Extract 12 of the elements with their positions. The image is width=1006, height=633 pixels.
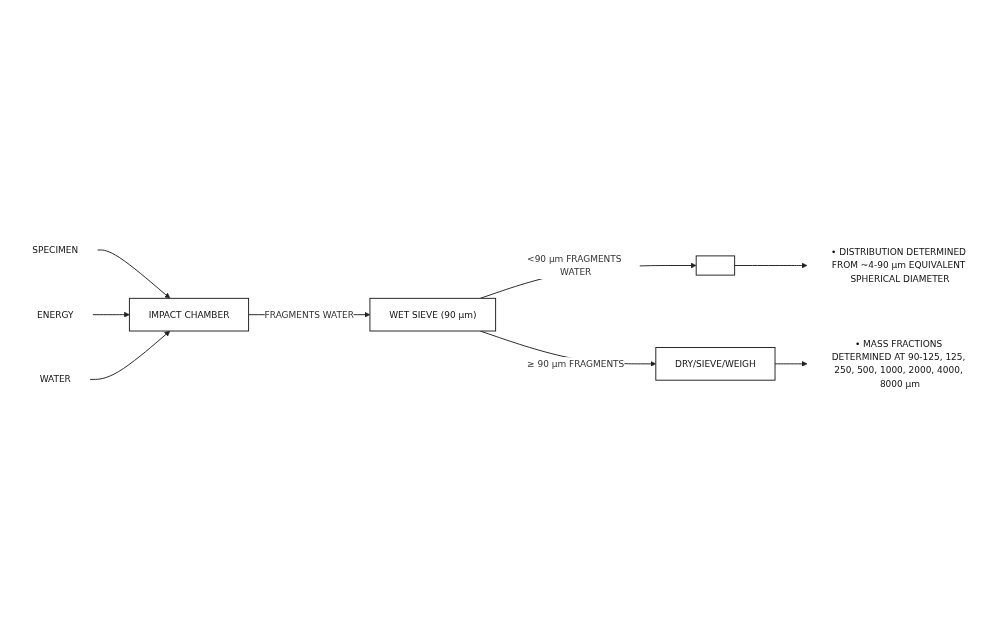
node-text: SPECIMEN [32, 244, 79, 255]
node-box: IMPACT CHAMBER [128, 297, 250, 331]
node-box [695, 254, 736, 276]
node-text: • MASS FRACTIONS DETERMINED AT 90-125, 125, 250, 500, 1000, 2000, 4000, 8000 µm [831, 337, 966, 389]
node-box: DRY/SIEVE/WEIGH [655, 346, 776, 381]
node-text: • DISTRIBUTION DETERMINED FROM ~4-90 µm EQUIVALENT SPHERICAL DIAMETER [831, 246, 966, 284]
edge-label: ≥ 90 µm FRAGMENTS [527, 357, 625, 369]
node-box: WET SIEVE (90 µm) [369, 297, 497, 331]
node-text: ENERGY [37, 308, 74, 319]
node-text: WATER [39, 373, 71, 384]
edge-label: <90 µm FRAGMENTS WATER [527, 252, 622, 277]
edge-label: FRAGMENTS WATER [264, 308, 354, 319]
